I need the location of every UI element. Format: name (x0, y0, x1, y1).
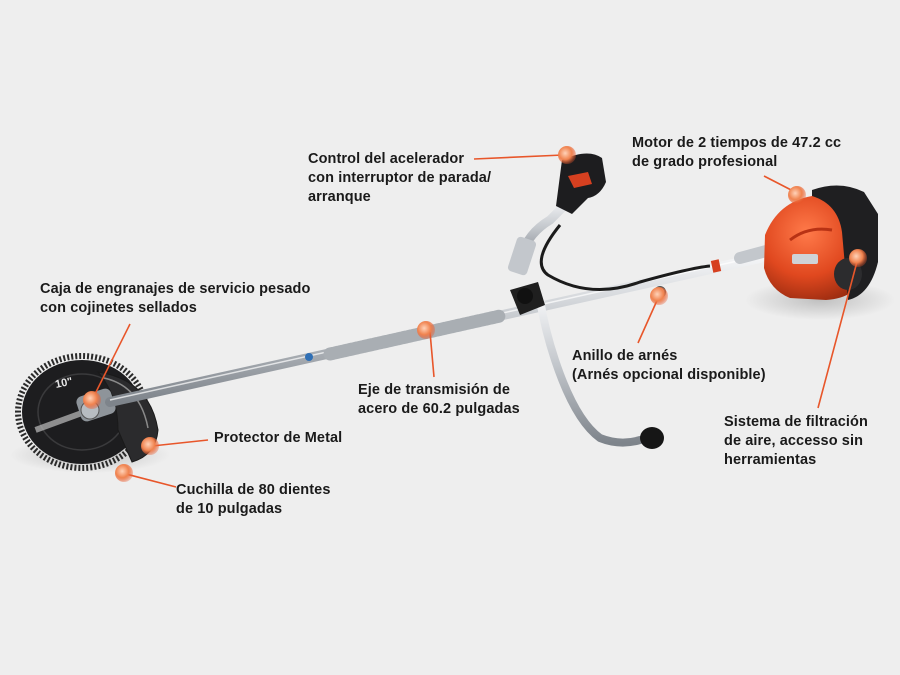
callout-engine-line-1: Motor de 2 tiempos de 47.2 cc (632, 135, 842, 151)
callout-throttle-line-2: con interruptor de parada/ (308, 170, 492, 186)
hotspot-harness[interactable] (650, 287, 668, 305)
callout-engine: Motor de 2 tiempos de 47.2 cc de grado p… (632, 134, 841, 172)
hotspots (83, 146, 867, 482)
callout-shaft: Eje de transmisión de acero de 60.2 pulg… (358, 381, 520, 419)
callout-guard-line-1: Protector de Metal (214, 430, 343, 446)
callout-gearbox-line-2: con cojinetes sellados (40, 300, 197, 316)
callout-blade: Cuchilla de 80 dientes de 10 pulgadas (176, 481, 331, 519)
leader-guard (151, 439, 209, 447)
callout-air-filter-line-3: herramientas (724, 452, 817, 468)
hotspot-shaft[interactable] (417, 321, 435, 339)
shaft-grip-band (323, 309, 507, 361)
j-handle (510, 282, 664, 449)
blade-assembly: 10" (15, 353, 159, 471)
callout-air-filter-line-1: Sistema de filtración (724, 414, 868, 430)
callout-harness-line-1: Anillo de arnés (572, 348, 678, 364)
callout-throttle-line-3: arranque (308, 189, 371, 205)
handle-grip (640, 427, 664, 449)
callout-gearbox: Caja de engranajes de servicio pesado co… (40, 280, 310, 318)
callout-throttle-line-1: Control del acelerador (308, 151, 465, 167)
shaft-logo (305, 353, 313, 361)
hotspot-guard[interactable] (141, 437, 159, 455)
callout-blade-line-1: Cuchilla de 80 dientes (176, 482, 331, 498)
hotspot-gearbox[interactable] (83, 391, 101, 409)
hotspot-air-filter[interactable] (849, 249, 867, 267)
callout-guard: Protector de Metal (214, 429, 342, 448)
callout-shaft-line-1: Eje de transmisión de (358, 382, 510, 398)
hotspot-engine[interactable] (788, 186, 806, 204)
leader-shaft (429, 331, 435, 378)
throttle-assembly (507, 153, 711, 292)
callout-throttle: Control del acelerador con interruptor d… (308, 150, 491, 207)
callout-air-filter: Sistema de filtración de aire, accesso s… (724, 413, 868, 470)
blade-marking: 10" (54, 376, 74, 391)
leader-air-filter (817, 257, 859, 409)
leader-blade (125, 473, 177, 488)
hotspot-blade[interactable] (115, 464, 133, 482)
callout-harness: Anillo de arnés (Arnés opcional disponib… (572, 347, 766, 385)
callout-shaft-line-2: acero de 60.2 pulgadas (358, 401, 520, 417)
leader-gearbox (93, 323, 131, 397)
callout-gearbox-line-1: Caja de engranajes de servicio pesado (40, 281, 311, 297)
callout-air-filter-line-2: de aire, accesso sin (724, 433, 864, 449)
hotspot-throttle[interactable] (558, 146, 576, 164)
callout-engine-line-2: de grado profesional (632, 154, 778, 170)
callout-blade-line-2: de 10 pulgadas (176, 501, 283, 517)
callout-harness-line-2: (Arnés opcional disponible) (572, 367, 766, 383)
leader-throttle (473, 154, 564, 160)
